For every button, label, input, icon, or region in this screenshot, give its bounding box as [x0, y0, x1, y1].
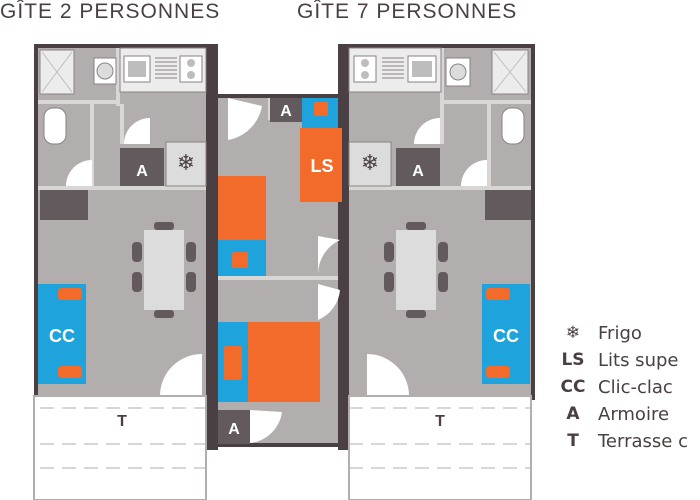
sink-basin-left	[128, 61, 146, 77]
inner-wall	[440, 100, 531, 104]
legend-text: Lits supe	[598, 349, 679, 371]
pillow	[314, 102, 328, 116]
inner-wall	[440, 104, 444, 144]
wardrobe-label: A	[228, 421, 240, 438]
draining-board-left	[155, 57, 177, 79]
snowflake-icon: ❄	[565, 323, 581, 343]
cushion	[486, 366, 510, 378]
dark-block-right	[485, 190, 531, 220]
wardrobe-middle-bottom	[218, 410, 250, 444]
cushion	[486, 288, 510, 300]
door-swing	[414, 118, 440, 144]
fridge-right	[348, 141, 392, 187]
draining-board-right	[382, 57, 404, 79]
pillow	[232, 252, 248, 268]
pillow	[224, 346, 242, 380]
sink-basin-right	[412, 61, 432, 77]
legend-text: Clic-clac	[598, 376, 673, 398]
wardrobe-label: A	[136, 163, 148, 180]
legend-row-cc: CC Clic-clac	[556, 374, 673, 400]
fridge-left	[165, 141, 207, 187]
wall	[531, 44, 535, 400]
door-swing	[250, 410, 282, 443]
legend-row-ls: LS Lits supe	[556, 347, 678, 373]
hob-ring	[187, 71, 195, 79]
wardrobe-middle-top	[270, 98, 302, 122]
bunk-bed-label: LS	[310, 156, 333, 176]
terrace-right	[348, 395, 532, 500]
legend-symbol: CC	[560, 377, 586, 397]
inner-wall	[120, 104, 124, 144]
title-gite-2-personnes: GÎTE 2 PERSONNES	[0, 0, 221, 23]
legend-symbol: A	[566, 404, 580, 424]
snowflake-icon: ❄	[177, 151, 195, 176]
door-swing	[124, 118, 150, 144]
cushion	[58, 366, 82, 378]
terrace-label-right: T	[435, 413, 445, 430]
legend-symbol: T	[567, 431, 579, 451]
door-swing	[367, 354, 409, 396]
wall	[343, 44, 535, 48]
chairs-left	[132, 222, 196, 318]
wall	[212, 94, 343, 98]
wall	[212, 443, 343, 447]
wardrobe-left	[120, 148, 164, 186]
chairs-right	[384, 222, 448, 318]
hob-left	[179, 55, 203, 83]
hob-ring	[361, 59, 369, 67]
dark-block-left	[40, 190, 88, 220]
wardrobe-label: A	[280, 103, 292, 120]
legend-text: Terrasse c	[598, 430, 688, 452]
terrace-label-left: T	[117, 413, 127, 430]
wall	[206, 44, 218, 450]
door-swing	[318, 284, 340, 320]
legend-text: Armoire	[598, 403, 670, 425]
door-swing	[66, 160, 92, 186]
inner-wall	[116, 48, 120, 106]
terrace-left	[33, 395, 207, 500]
hob-ring	[361, 71, 369, 79]
table-right	[396, 230, 436, 310]
wall	[34, 44, 212, 48]
door-swing	[461, 160, 487, 186]
hob-ring	[187, 59, 195, 67]
title-gite-7-personnes: GÎTE 7 PERSONNES	[297, 0, 518, 23]
inner-wall	[38, 100, 120, 104]
inner-wall	[487, 104, 491, 186]
sofa-label-left: CC	[49, 326, 75, 346]
legend-symbol: LS	[561, 350, 585, 370]
inner-wall	[349, 186, 531, 190]
wall	[338, 44, 349, 450]
inner-wall	[440, 48, 444, 106]
table-left	[144, 230, 184, 310]
sofa-label-right: CC	[493, 326, 519, 346]
door-swing	[160, 354, 202, 396]
door-swing	[318, 236, 340, 274]
legend-row-a: A Armoire	[556, 401, 669, 427]
wall	[34, 44, 38, 400]
wardrobe-right	[396, 148, 440, 186]
legend-row-frigo: ❄ Frigo	[556, 320, 642, 346]
legend-text: Frigo	[598, 322, 642, 344]
inner-wall	[38, 186, 206, 190]
hob-right	[353, 55, 377, 83]
toilet-left	[43, 107, 67, 145]
snowflake-icon: ❄	[361, 151, 379, 176]
bunk-bed-ls	[300, 128, 342, 202]
door-swing	[228, 98, 262, 140]
toilet-right	[501, 107, 525, 145]
wardrobe-label: A	[412, 163, 424, 180]
inner-wall	[218, 276, 338, 280]
cushion	[58, 288, 82, 300]
inner-wall	[90, 104, 94, 186]
legend-row-t: T Terrasse c	[556, 428, 688, 454]
